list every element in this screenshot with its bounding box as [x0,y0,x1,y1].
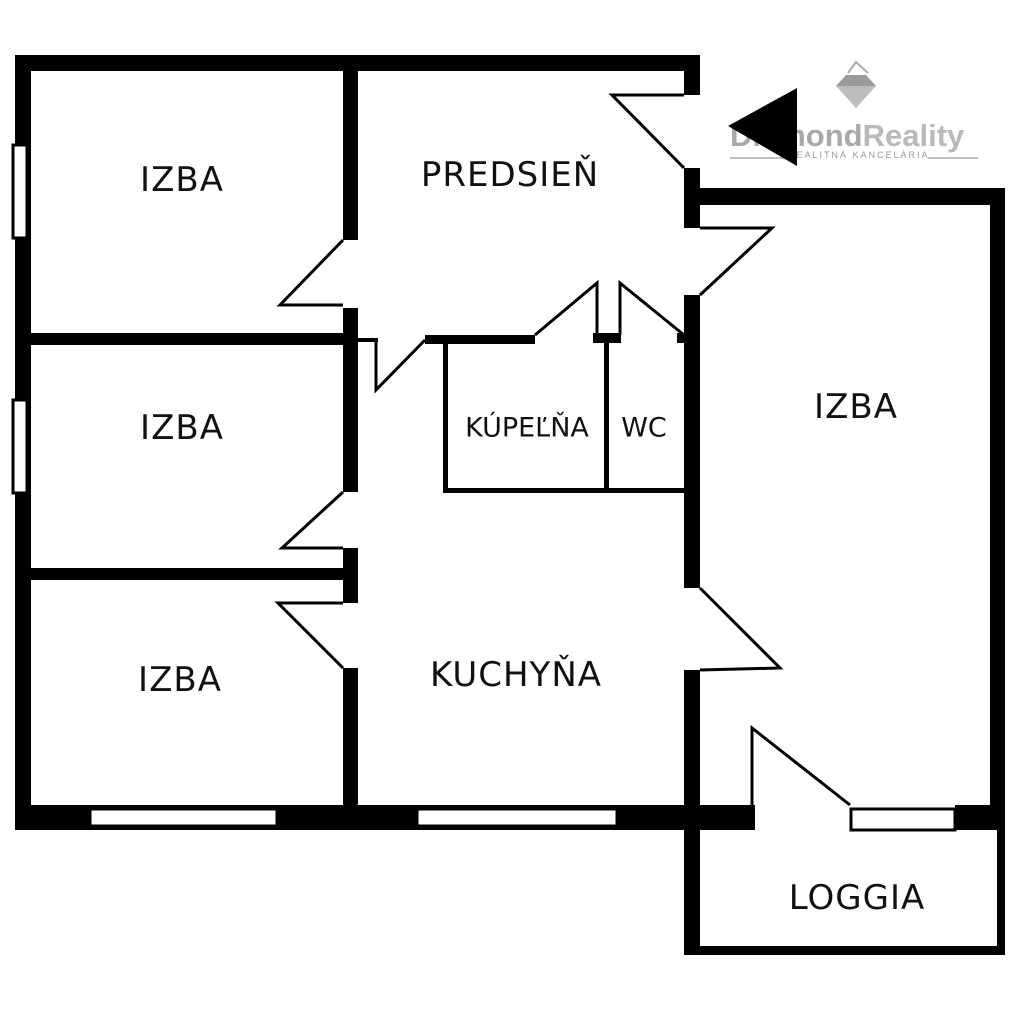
windows [11,143,957,832]
room-label-wc: WC [621,412,667,444]
wall-right [990,188,1005,830]
room-label-loggia: LOGGIA [788,878,926,918]
room-label-kupelna: KÚPEĽŇA [465,412,589,444]
walls [15,55,1005,955]
room-label-predsien: PREDSIEŇ [420,155,600,195]
room-label-izba-4: IZBA [138,660,222,700]
room-label-izba-3: IZBA [814,387,898,427]
logo-name-part2: Reality [862,118,965,153]
logo-wordmark: DiamondReality [730,118,964,154]
wall-right-room-top [684,188,1005,205]
room-label-izba-2: IZBA [140,408,224,448]
wall-entrance-top [684,55,700,95]
room-label-kuchyna: KUCHYŇA [429,655,603,695]
doors [274,93,851,807]
logo-name-part1: Diamond [730,118,863,153]
room-label-izba-1: IZBA [140,160,224,200]
logo-tagline: REALITNÁ KANCELÁRIA [788,150,930,160]
diamond-logo-icon [836,60,876,108]
